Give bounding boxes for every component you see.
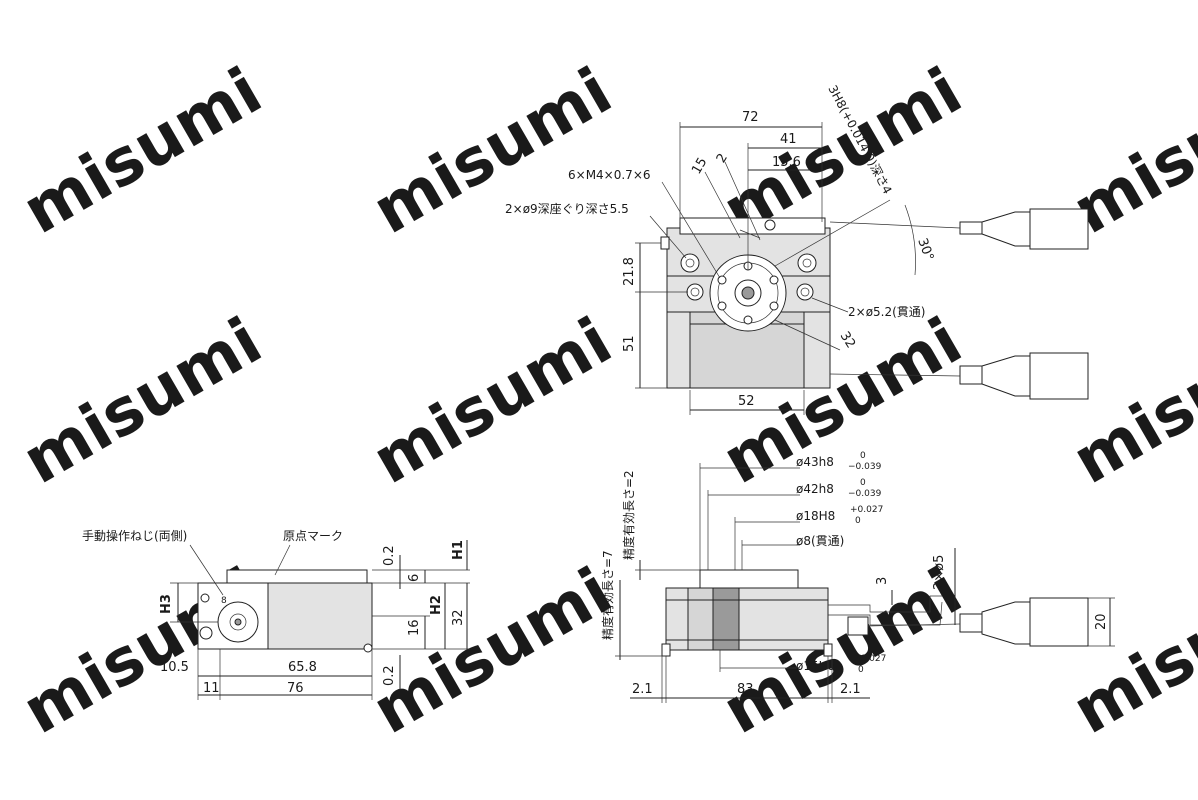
- dim-phi42: ø42h8: [796, 482, 834, 496]
- watermark-text: misumi: [361, 54, 624, 249]
- label-manual-screw: 手動操作ねじ(両側): [82, 528, 187, 543]
- counterbore-hole: [680, 253, 700, 273]
- dim-15-6: 15.6: [772, 155, 801, 170]
- front-view: ø43h8 0 −0.039 ø42h8 0 −0.039 ø18H8 +0.0…: [600, 451, 1115, 703]
- label-depth-7: 精度有効長さ=7: [600, 550, 615, 640]
- dim-16: 16: [407, 619, 422, 636]
- dim-phi8: ø8(貫通): [796, 534, 844, 548]
- label-small-8: 8: [221, 596, 227, 606]
- counterbore-hole: [797, 253, 817, 273]
- front-cable: [828, 595, 1089, 647]
- dim-0-2-bottom: 0.2: [382, 665, 397, 686]
- dim-3: 3: [875, 577, 890, 585]
- side-view-table: [226, 569, 368, 584]
- dim-32-side: 32: [451, 609, 466, 626]
- watermark-text: misumi: [11, 304, 274, 499]
- tol-phi15-upper: +0.027: [853, 654, 886, 664]
- label-tapped-holes: 6×M4×0.7×6: [568, 168, 651, 182]
- dim-phi18: ø18H8: [796, 509, 835, 523]
- front-view-table: [699, 569, 799, 589]
- side-view: 8 手動操作ねじ(両側) 原点マーク 0.2 6 16 H2 H1 32 0.2…: [82, 528, 470, 700]
- dim-21-8: 21.8: [622, 257, 637, 286]
- connector-box: [1029, 208, 1089, 250]
- tol-phi43-upper: 0: [860, 451, 866, 461]
- angle-30: 30°: [914, 236, 936, 263]
- dim-20: 20: [1094, 613, 1109, 630]
- dim-phi15: ø15H8: [796, 659, 835, 673]
- through-hole: [796, 283, 814, 301]
- top-cable-lower: [829, 352, 1089, 400]
- dim-83: 83: [737, 682, 754, 697]
- dim-10-5: 10.5: [160, 660, 189, 675]
- watermark-text: misumi: [11, 54, 274, 249]
- dim-76: 76: [287, 681, 304, 696]
- front-view-shaft: [712, 587, 740, 651]
- tol-phi43-lower: −0.039: [848, 462, 882, 472]
- top-view-left-tab: [660, 236, 670, 250]
- dim-H2: H2: [429, 595, 444, 615]
- dim-2-1-right: 2.1: [840, 682, 861, 697]
- dim-0-2-top: 0.2: [382, 545, 397, 566]
- dim-H3: H3: [159, 594, 174, 614]
- side-view-body: [259, 582, 373, 650]
- watermark-text: misumi: [361, 304, 624, 499]
- connector-box: [1029, 597, 1089, 647]
- dim-72: 72: [742, 110, 759, 125]
- connector-box: [1029, 352, 1089, 400]
- dim-phi43: ø43h8: [796, 455, 834, 469]
- dim-51: 51: [622, 335, 637, 352]
- manual-screw: [199, 626, 213, 640]
- dim-15: 15: [689, 155, 710, 177]
- dim-65-8: 65.8: [288, 660, 317, 675]
- top-cable-upper: [829, 208, 1089, 250]
- dim-32: 32: [837, 329, 858, 351]
- watermark-text: misumi: [1061, 304, 1198, 499]
- through-hole: [686, 283, 704, 301]
- dim-52: 52: [738, 394, 755, 409]
- dim-H1: H1: [451, 540, 466, 560]
- tol-phi18-upper: +0.027: [850, 505, 883, 515]
- dim-2-1-left: 2.1: [632, 682, 653, 697]
- tol-phi42-upper: 0: [860, 478, 866, 488]
- label-counterbore: 2×ø9深座ぐり深さ5.5: [505, 201, 629, 216]
- tol-phi18-lower: 0: [855, 516, 861, 526]
- watermark-layer: misumi misumi misumi misumi misumi misum…: [11, 54, 1198, 749]
- dim-6: 6: [407, 574, 422, 582]
- tol-phi42-lower: −0.039: [848, 489, 882, 499]
- dim-41: 41: [780, 132, 797, 147]
- watermark-text: misumi: [1061, 554, 1198, 749]
- top-view: 72 41 15.6 15 2 6×M4×0.7×6 2×ø9深座ぐり深さ5.5…: [505, 83, 1089, 415]
- dim-2x5: 2×ø5: [932, 555, 947, 590]
- label-depth-2: 精度有効長さ=2: [621, 470, 636, 560]
- dim-11: 11: [203, 681, 220, 696]
- label-through-holes: 2×ø5.2(貫通): [848, 305, 925, 319]
- tol-phi15-lower: 0: [858, 665, 864, 675]
- label-origin-mark: 原点マーク: [283, 529, 343, 543]
- top-view-top-plate: [679, 217, 826, 235]
- dim-2: 2: [714, 151, 731, 166]
